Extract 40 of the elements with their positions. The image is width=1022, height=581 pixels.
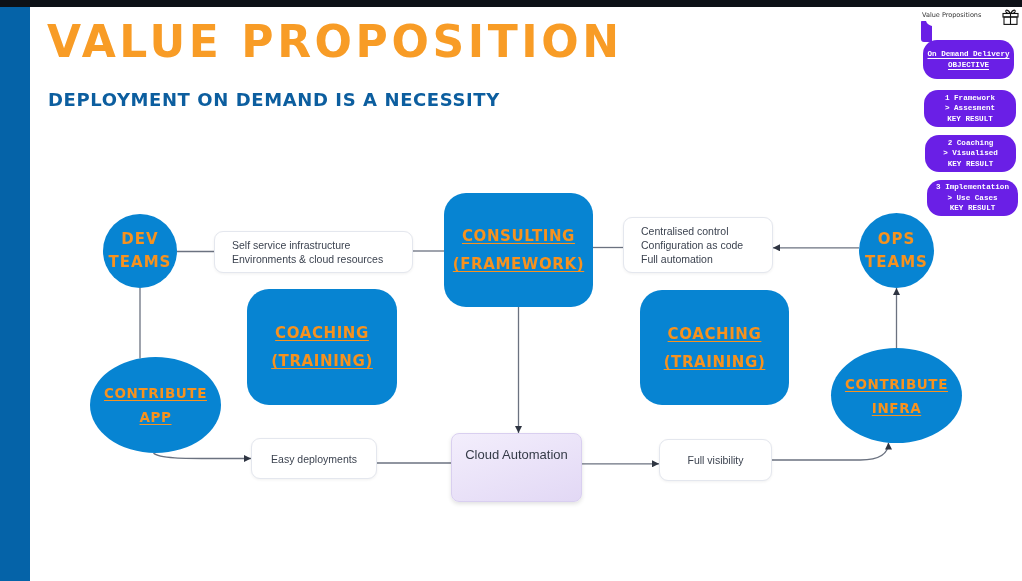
info-card: [251, 438, 377, 479]
okr-pill: [927, 180, 1018, 216]
node-label: COACHING (TRAINING): [662, 323, 767, 373]
service-block: [444, 193, 593, 307]
info-card: [659, 439, 772, 481]
flow-arrow: [893, 287, 900, 349]
service-block: [247, 289, 397, 405]
connector-line: [412, 250, 445, 252]
platform-card: [451, 433, 582, 502]
connector-line: [376, 462, 452, 464]
connector-line: [592, 246, 624, 249]
page-title: VALUE PROPOSITION: [47, 17, 623, 68]
flow-arrow: [515, 306, 522, 434]
card-text: Self service infrastructure: [232, 238, 351, 252]
card-text: Configuration as code: [641, 238, 744, 252]
connector-line: [139, 287, 141, 360]
okr-pill: [924, 90, 1016, 127]
flow-arrow: [581, 460, 660, 468]
card-text: Full visibility: [687, 453, 744, 467]
node-label: CONTRIBUTE INFRA: [844, 374, 949, 418]
info-card: [623, 217, 773, 273]
node-label: DEV TEAMS: [107, 229, 173, 273]
subtitle: DEPLOYMENT ON DEMAND IS A NECESSITY: [48, 89, 500, 111]
card-text: Easy deployments: [271, 451, 357, 466]
node-label: COACHING (TRAINING): [270, 323, 374, 372]
flow-arrow: [771, 441, 892, 461]
card-text: Centralised control: [641, 224, 729, 238]
node-label: CONTRIBUTE APP: [103, 384, 208, 427]
service-block: [640, 290, 789, 405]
okr-pill: [923, 40, 1014, 79]
okr-pill: [925, 135, 1016, 172]
connector-line: [176, 250, 215, 253]
node-label: CONSULTING (FRAMEWORK): [451, 226, 586, 275]
info-card: [214, 231, 413, 273]
card-title: Cloud Automation: [465, 447, 568, 463]
card-text: Full automation: [641, 252, 713, 266]
flow-arrow: [152, 452, 252, 462]
card-text: Environments & cloud resources: [232, 252, 384, 266]
node-label: OPS TEAMS: [864, 228, 929, 273]
flow-arrow: [772, 244, 860, 252]
